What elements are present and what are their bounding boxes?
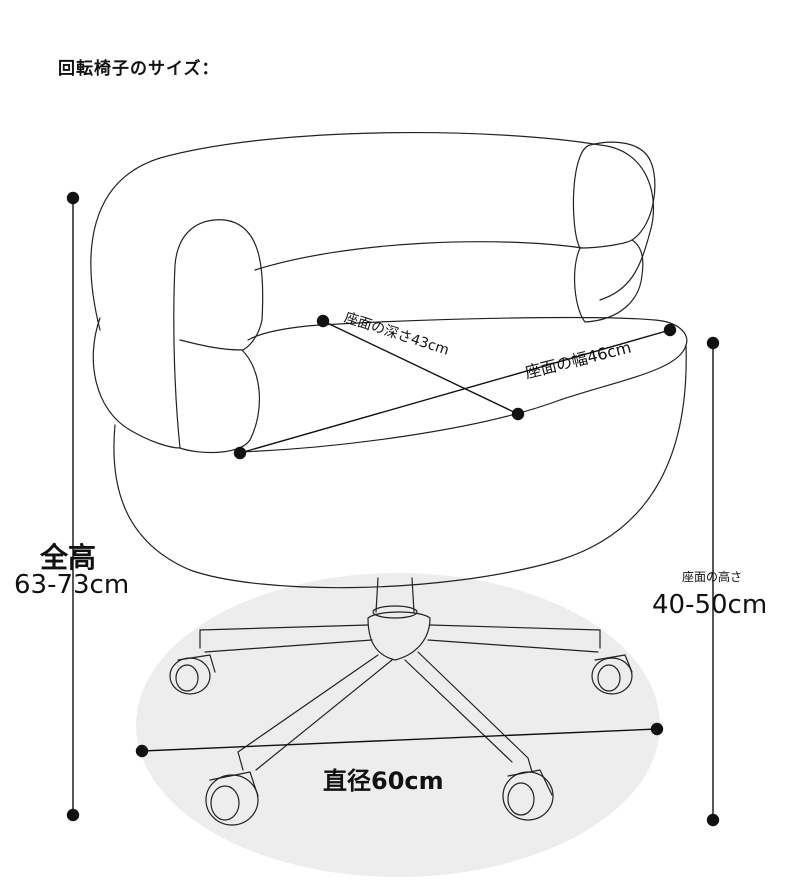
seat-cushion (239, 316, 688, 453)
caster-front-right (502, 769, 554, 821)
left-armrest (173, 219, 264, 454)
seat-base (113, 344, 687, 589)
caster-left (169, 654, 216, 695)
total-height-value: 63-73cm (14, 570, 130, 600)
back-cushion-lower (92, 317, 181, 449)
base-leg-front-right (404, 651, 533, 773)
gas-cylinder (375, 577, 415, 613)
base-leg-left (199, 624, 373, 653)
base-leg-front-left (237, 654, 393, 771)
page-title: 回転椅子のサイズ： (58, 59, 220, 79)
floor-shadow (136, 573, 660, 877)
total-height-label: 全高 (40, 541, 97, 574)
seat-height-label: 座面の高さ (682, 570, 743, 584)
backrest-inner (254, 241, 583, 271)
backrest-outline (90, 131, 655, 331)
base-leg-right (427, 624, 601, 653)
caster-right (591, 654, 633, 695)
base-diameter-label: 直径60cm (323, 767, 444, 795)
base-hub (367, 611, 431, 661)
caster-front-left (205, 771, 259, 826)
right-armrest (572, 141, 656, 323)
seat-height-value: 40-50cm (652, 590, 768, 620)
